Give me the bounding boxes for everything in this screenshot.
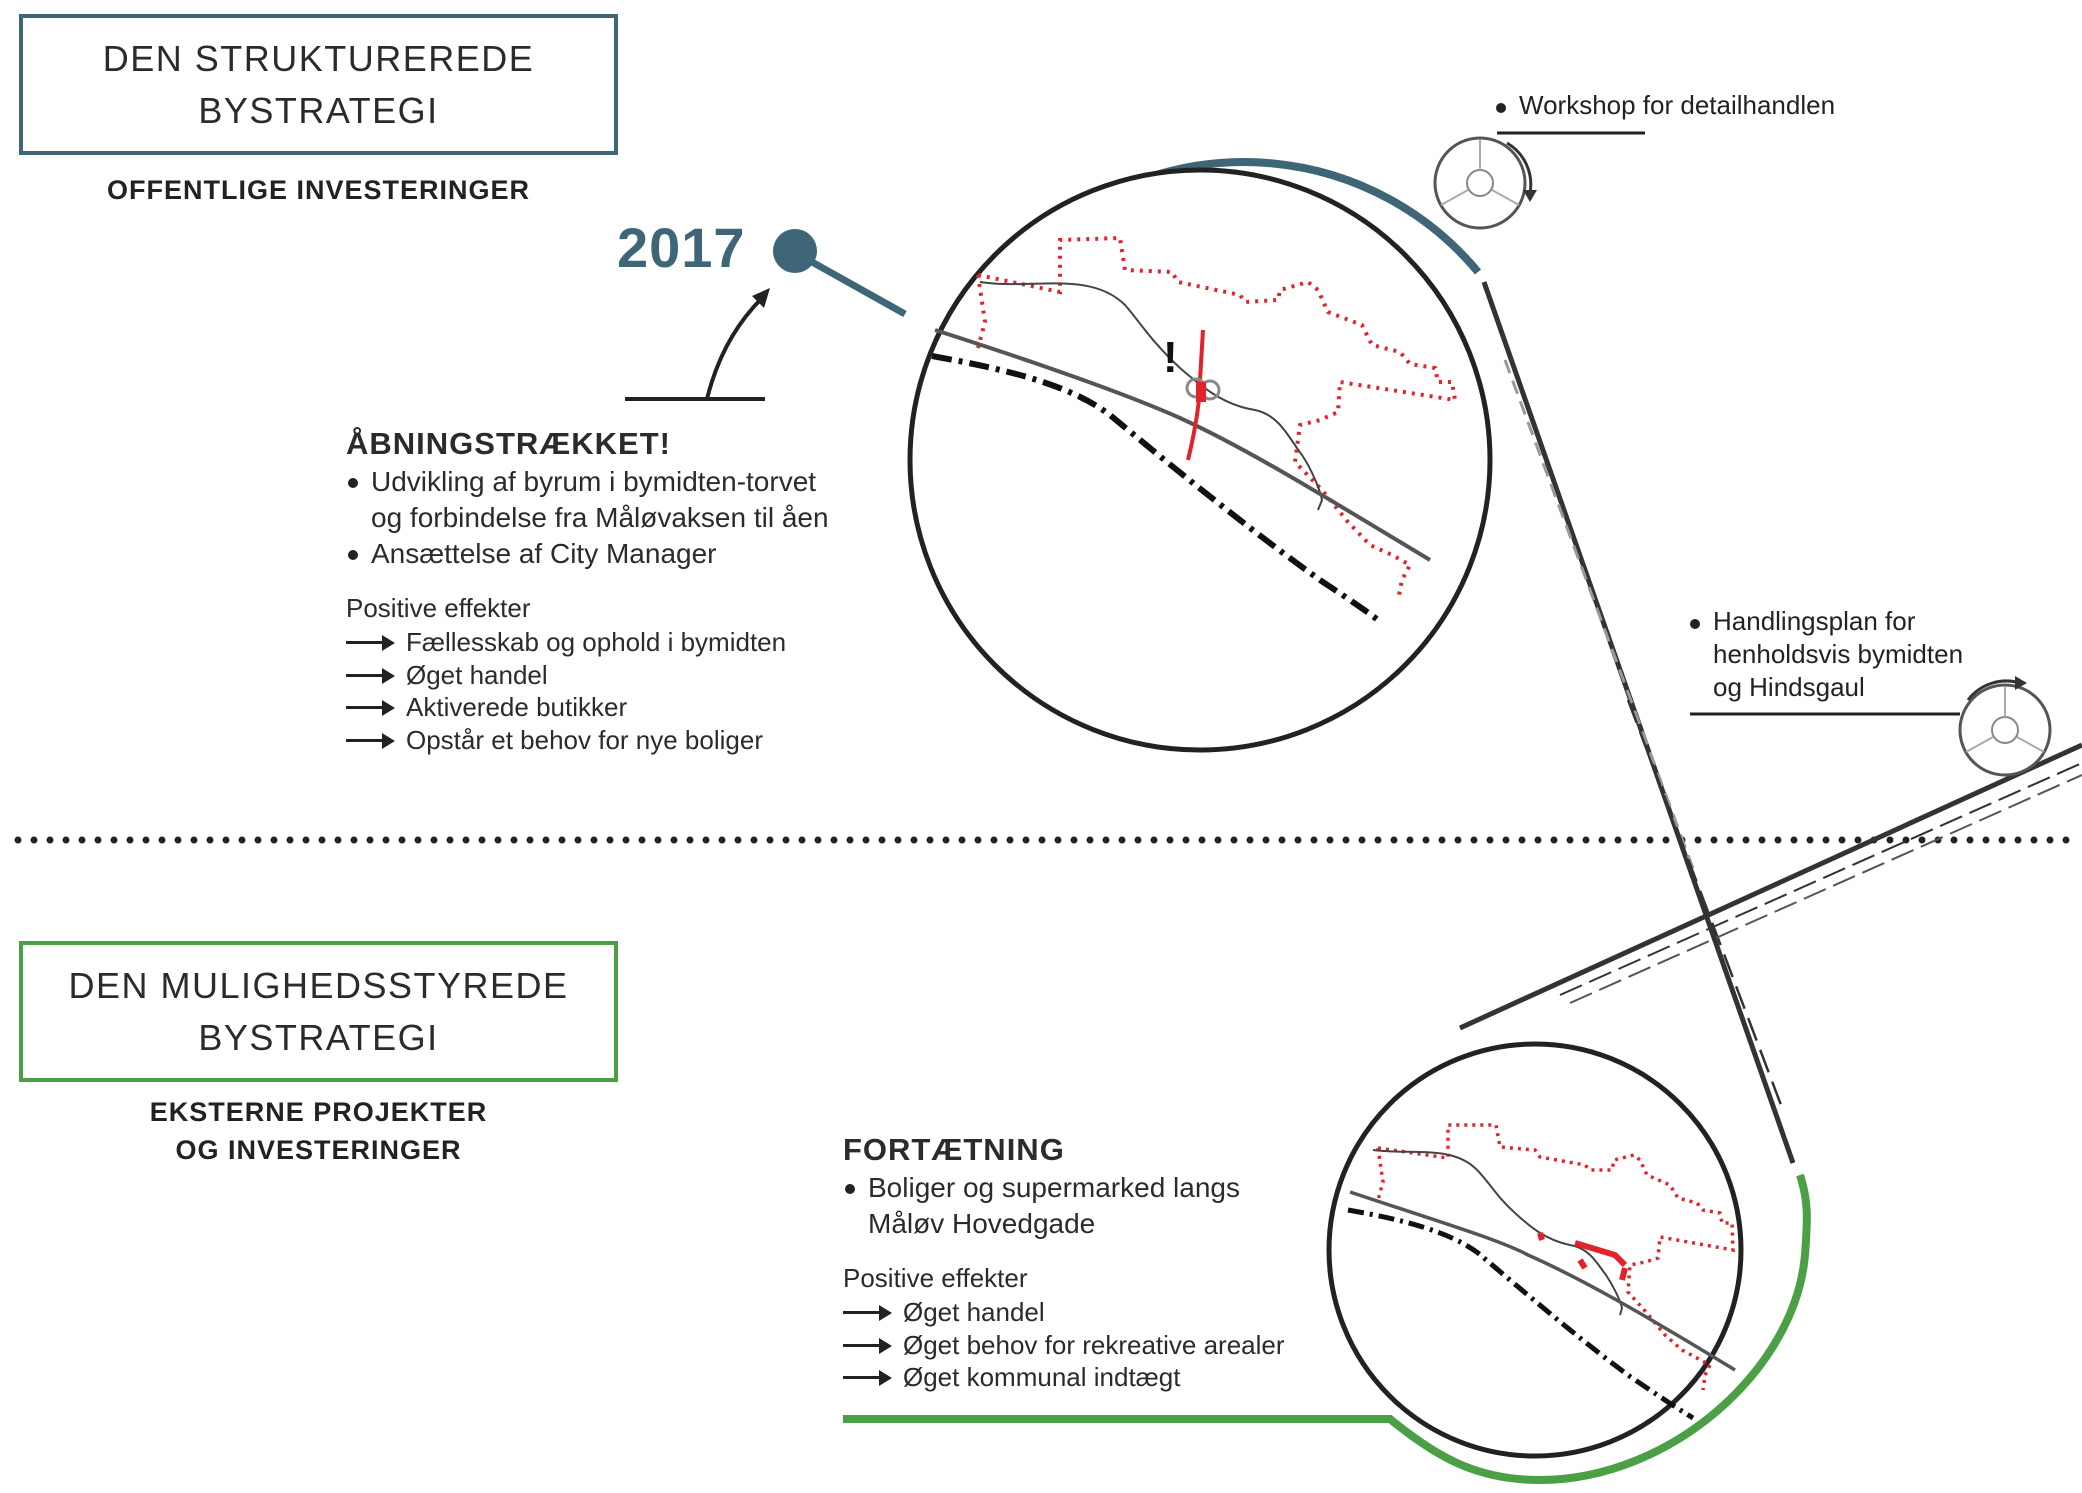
opening-bullet-continuation: og forbindelse fra Måløvaksen til åen bbox=[371, 502, 829, 533]
wheel-icon-action-plan bbox=[1958, 676, 2052, 777]
densification-effect-label: Øget handel bbox=[903, 1297, 1045, 1327]
curved-arrow bbox=[705, 296, 764, 400]
strategy-box-opportunity: DEN MULIGHEDSSTYREDE BYSTRATEGI bbox=[19, 941, 618, 1082]
subtitle-line: EKSTERNE PROJEKTER bbox=[149, 1097, 488, 1127]
opening-effect-label: Aktiverede butikker bbox=[406, 692, 628, 722]
curved-arrow-head bbox=[752, 288, 770, 308]
opening-bullet: Udvikling af byrum i bymidten-torvet bbox=[346, 464, 906, 500]
opening-effect-label: Øget handel bbox=[406, 659, 548, 690]
map-railway-top bbox=[931, 353, 1380, 623]
opening-effect-label: Fællesskab og ophold i bymidten bbox=[406, 627, 787, 657]
action-plan-note: Handlingsplan for henholdsvis bymidten o… bbox=[1688, 605, 1963, 704]
arrow-right-icon bbox=[346, 724, 395, 756]
map-left-boundary-top bbox=[976, 274, 988, 349]
opening-block: ÅBNINGSTRÆKKET! Udvikling af byrum i bym… bbox=[346, 424, 906, 756]
densification-effect-label: Øget behov for rekreative arealer bbox=[903, 1329, 1285, 1360]
strategy-subtitle-public: OFFENTLIGE INVESTERINGER bbox=[106, 175, 531, 205]
map-stream-bottom bbox=[1372, 1149, 1624, 1316]
map-stream-top bbox=[979, 281, 1324, 511]
arrow-right-icon bbox=[346, 659, 395, 691]
action-plan-line: Handlingsplan for bbox=[1688, 605, 1963, 638]
timeline-rising-dashed-2 bbox=[1569, 774, 2082, 1004]
strategy-title-line1: DEN STRUKTUREREDE bbox=[102, 37, 535, 79]
arrow-right-icon bbox=[843, 1361, 892, 1393]
strategy-title-line1: DEN MULIGHEDSSTYREDE bbox=[68, 964, 569, 1006]
densification-bullet-continuation: Måløv Hovedgade bbox=[868, 1208, 1096, 1239]
strategy-subtitle-external: EKSTERNE PROJEKTER OG INVESTERINGER bbox=[19, 1093, 618, 1169]
arrow-right-icon bbox=[843, 1329, 892, 1361]
densification-effects-title: Positive effekter bbox=[843, 1263, 1028, 1293]
connector-line-dashed-2 bbox=[1626, 699, 1783, 1106]
opening-heading: ÅBNINGSTRÆKKET! bbox=[346, 426, 671, 461]
workshop-note-text: Workshop for detailhandlen bbox=[1494, 89, 1835, 122]
action-plan-line: og Hindsgaul bbox=[1713, 672, 1865, 702]
milestone-dot bbox=[773, 229, 817, 273]
timeline-rising-line bbox=[1458, 742, 2082, 1031]
opening-effect-item: Aktiverede butikker bbox=[346, 691, 906, 724]
densification-effect-item: Øget handel bbox=[843, 1296, 1323, 1329]
map-top: ! bbox=[931, 235, 1458, 623]
map-bottom bbox=[1347, 1123, 1736, 1421]
densification-block: FORTÆTNING Boliger og supermarked langs … bbox=[843, 1130, 1323, 1394]
milestone-connector bbox=[810, 258, 907, 318]
map-red-marker-top bbox=[1196, 382, 1206, 402]
map-road-bottom bbox=[1349, 1190, 1736, 1372]
opening-bullet: Ansættelse af City Manager bbox=[346, 536, 906, 572]
densification-effect-item: Øget kommunal indtægt bbox=[843, 1361, 1323, 1394]
arrow-right-icon bbox=[843, 1296, 892, 1328]
exclamation-icon: ! bbox=[1163, 333, 1178, 382]
densification-effect-item: Øget behov for rekreative arealer bbox=[843, 1329, 1323, 1362]
action-plan-line: henholdsvis bymidten bbox=[1713, 639, 1964, 669]
densification-heading: FORTÆTNING bbox=[843, 1132, 1065, 1167]
opening-effect-item: Øget handel bbox=[346, 659, 906, 692]
timeline-arc-green bbox=[843, 1173, 1811, 1485]
subtitle-line: OG INVESTERINGER bbox=[175, 1135, 462, 1165]
connector-line-dashed-1 bbox=[1503, 359, 1696, 872]
opening-effect-label: Opstår et behov for nye boliger bbox=[406, 724, 763, 755]
map-boundary-top bbox=[977, 235, 1458, 601]
map-road-top bbox=[934, 328, 1432, 562]
map-detail-circle-top bbox=[907, 167, 1493, 753]
opening-effect-item: Opstår et behov for nye boliger bbox=[346, 724, 906, 757]
workshop-note: Workshop for detailhandlen bbox=[1494, 89, 1835, 122]
strategy-title-line2: BYSTRATEGI bbox=[198, 89, 439, 131]
arrow-right-icon bbox=[346, 626, 395, 658]
wheel-icon-workshop bbox=[1433, 136, 1537, 230]
map-railway-bottom bbox=[1347, 1207, 1695, 1421]
map-red-buildings bbox=[1537, 1232, 1628, 1281]
arrow-right-icon bbox=[346, 691, 395, 723]
opening-effects-title: Positive effekter bbox=[346, 593, 531, 623]
densification-effect-label: Øget kommunal indtægt bbox=[903, 1362, 1181, 1392]
map-left-boundary-bottom bbox=[1376, 1147, 1385, 1201]
strategy-box-structured: DEN STRUKTUREREDE BYSTRATEGI bbox=[19, 14, 618, 155]
densification-bullet: Boliger og supermarked langs bbox=[843, 1170, 1323, 1206]
map-detail-circle-bottom bbox=[1326, 1041, 1744, 1459]
milestone-year: 2017 bbox=[617, 216, 746, 279]
timeline-rising-dashed-1 bbox=[1559, 762, 2082, 996]
opening-effect-item: Fællesskab og ophold i bymidten bbox=[346, 626, 906, 659]
strategy-title-line2: BYSTRATEGI bbox=[198, 1016, 439, 1058]
